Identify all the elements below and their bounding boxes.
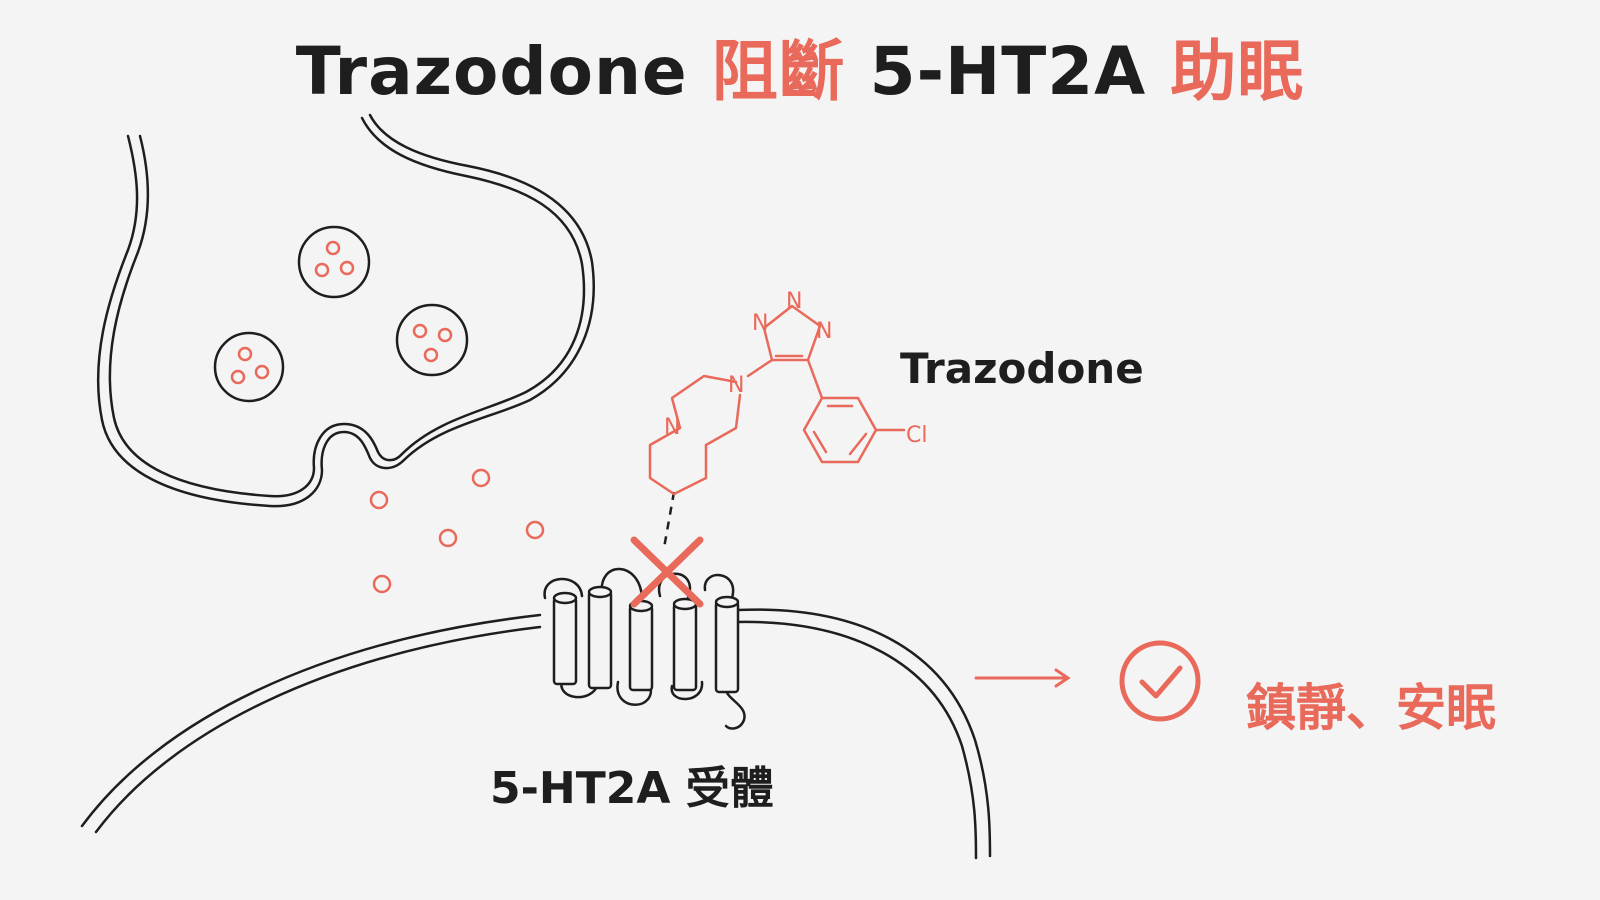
receptor-5ht2a [543,567,746,730]
receptor-helix [714,595,740,694]
receptor-helix [587,585,613,690]
vesicle [395,303,469,377]
atom-n: N [752,311,768,336]
neurotransmitter [438,528,458,548]
atom-cl: Cl [906,423,927,448]
postsynaptic-membrane-outer [80,608,992,858]
arrow-right-icon [974,668,1071,688]
neurotransmitter [369,490,389,510]
page-title: Trazodone 阻斷 5-HT2A 助眠 [0,18,1600,114]
title-receptor: 5-HT2A [869,33,1147,110]
title-action: 阻斷 [711,33,846,110]
title-effect: 助眠 [1170,33,1305,110]
presynaptic-membrane-inner [108,116,586,498]
presynaptic-neuron [96,113,595,508]
atom-n: N [664,415,680,440]
drug-label: Trazodone [900,344,1144,393]
receptor-helix [552,591,578,686]
trazodone-atom-labels: N N N N N Cl [664,289,927,448]
presynaptic-membrane-outer [96,113,595,508]
neurotransmitters [369,468,545,594]
atom-n: N [816,319,832,344]
atom-n: N [728,373,744,398]
atom-n: N [786,289,802,314]
postsynaptic-membrane-inner [94,620,978,860]
neurotransmitter [525,520,545,540]
effect-label: 鎮靜、安眠 [1246,679,1496,737]
vesicles [213,225,469,403]
binding-dashed-line [662,491,676,549]
trazodone-structure [648,304,906,496]
cross-icon [630,536,704,608]
receptor-label: 5-HT2A 受體 [490,763,774,814]
receptor-helix [672,597,698,692]
neurotransmitter [372,574,392,594]
receptor-helix [628,599,654,692]
vesicle [297,225,371,299]
check-circle-icon [1119,640,1201,722]
postsynaptic-neuron [80,608,992,860]
vesicle [213,331,285,403]
neurotransmitter [471,468,491,488]
title-drug: Trazodone [295,33,688,110]
